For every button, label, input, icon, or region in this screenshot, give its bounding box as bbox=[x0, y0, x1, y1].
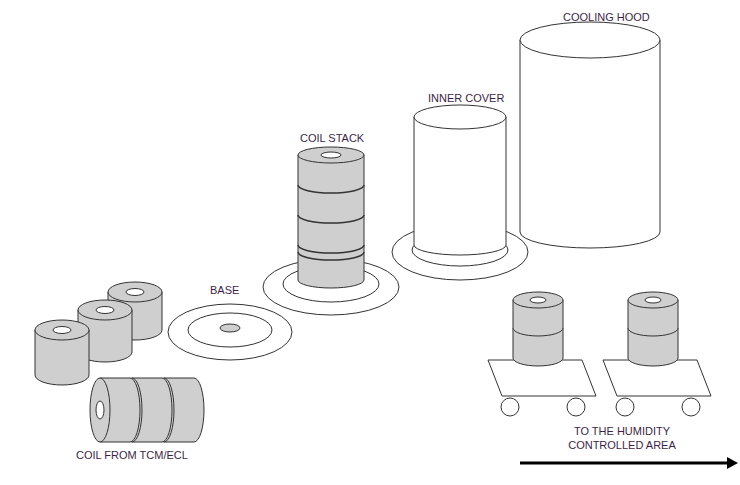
part-label: COOLING HOOD bbox=[563, 10, 650, 24]
part-label: COIL FROM TCM/ECL bbox=[76, 448, 188, 462]
part-label: TO THE HUMIDITY CONTROLLED AREA bbox=[560, 424, 684, 452]
part-label: COIL STACK bbox=[300, 131, 364, 145]
part-label: INNER COVER bbox=[428, 91, 504, 105]
part-label: BASE bbox=[210, 283, 239, 297]
